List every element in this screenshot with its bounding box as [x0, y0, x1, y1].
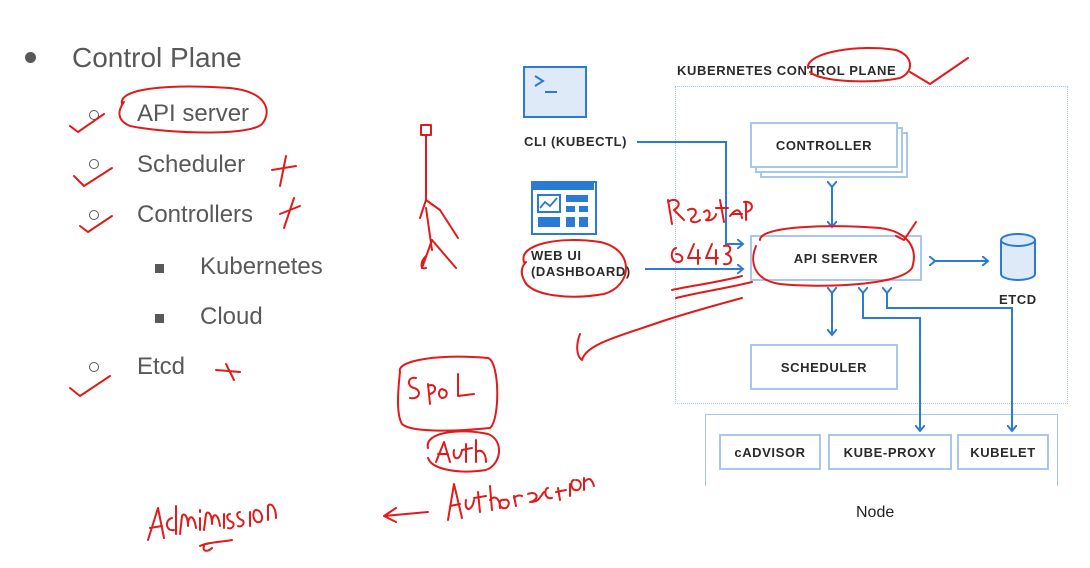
- diagram-title: KUBERNETES CONTROL PLANE: [677, 63, 897, 78]
- outline-cloud: Cloud: [200, 303, 263, 330]
- ring-bullet: [89, 362, 99, 372]
- webui-label-line2: (DASHBOARD): [531, 264, 631, 279]
- outline-etcd: Etcd: [137, 353, 186, 380]
- terminal-icon: [523, 66, 587, 118]
- etcd-icon: [999, 232, 1037, 282]
- outline-controllers: Controllers: [137, 201, 254, 228]
- outline-kubernetes: Kubernetes: [200, 253, 323, 280]
- webui-label-line1: WEB UI: [531, 248, 582, 263]
- kube-proxy-box: KUBE-PROXY: [828, 434, 952, 470]
- cadvisor-box: cADVISOR: [719, 434, 821, 470]
- square-bullet: [155, 314, 164, 323]
- controller-box: CONTROLLER: [750, 122, 898, 168]
- outline-scheduler: Scheduler: [137, 151, 246, 178]
- bullet-dot: [25, 52, 36, 63]
- outline-api-server: API server: [137, 100, 250, 127]
- cli-connector: [637, 141, 742, 244]
- dashboard-icon: [531, 181, 597, 235]
- kubelet-box: KUBELET: [957, 434, 1049, 470]
- square-bullet: [155, 264, 164, 273]
- cli-label: CLI (KUBECTL): [524, 134, 628, 149]
- api-kubelet-connector: [887, 292, 1012, 430]
- api-server-box: API SERVER: [750, 235, 922, 281]
- ring-bullet: [89, 210, 99, 220]
- ring-bullet: [89, 159, 99, 169]
- outline-control-plane: Control Plane: [72, 42, 242, 73]
- node-label: Node: [856, 504, 895, 521]
- ring-bullet: [89, 110, 99, 120]
